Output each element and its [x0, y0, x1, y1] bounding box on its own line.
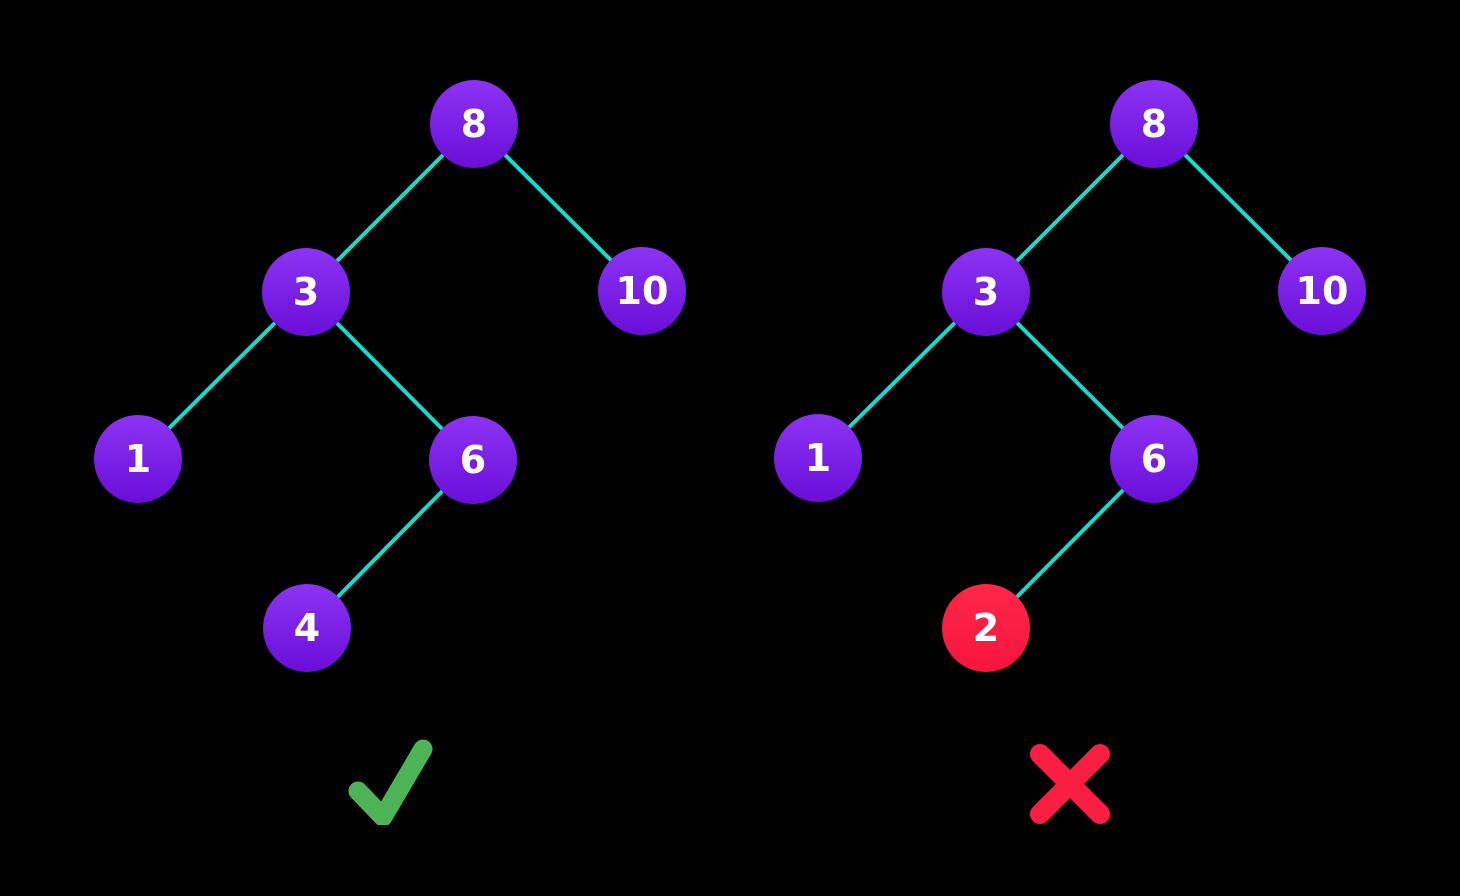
tree-node-4: 4: [263, 584, 351, 672]
tree-node-8: 8: [1110, 80, 1198, 168]
valid-verdict: [347, 739, 433, 825]
tree-node-2: 2: [942, 584, 1030, 672]
tree-node-1: 1: [774, 414, 862, 502]
tree-node-10: 10: [598, 247, 686, 335]
tree-node-6: 6: [1110, 415, 1198, 503]
tree-node-3: 3: [262, 248, 350, 336]
tree-node-8: 8: [430, 80, 518, 168]
tree-node-10: 10: [1278, 247, 1366, 335]
tree-node-6: 6: [429, 416, 517, 504]
invalid-verdict: [1027, 741, 1113, 827]
cross-icon: [1030, 744, 1110, 824]
tree-node-1: 1: [94, 415, 182, 503]
tree-node-3: 3: [942, 248, 1030, 336]
check-icon: [348, 739, 433, 825]
